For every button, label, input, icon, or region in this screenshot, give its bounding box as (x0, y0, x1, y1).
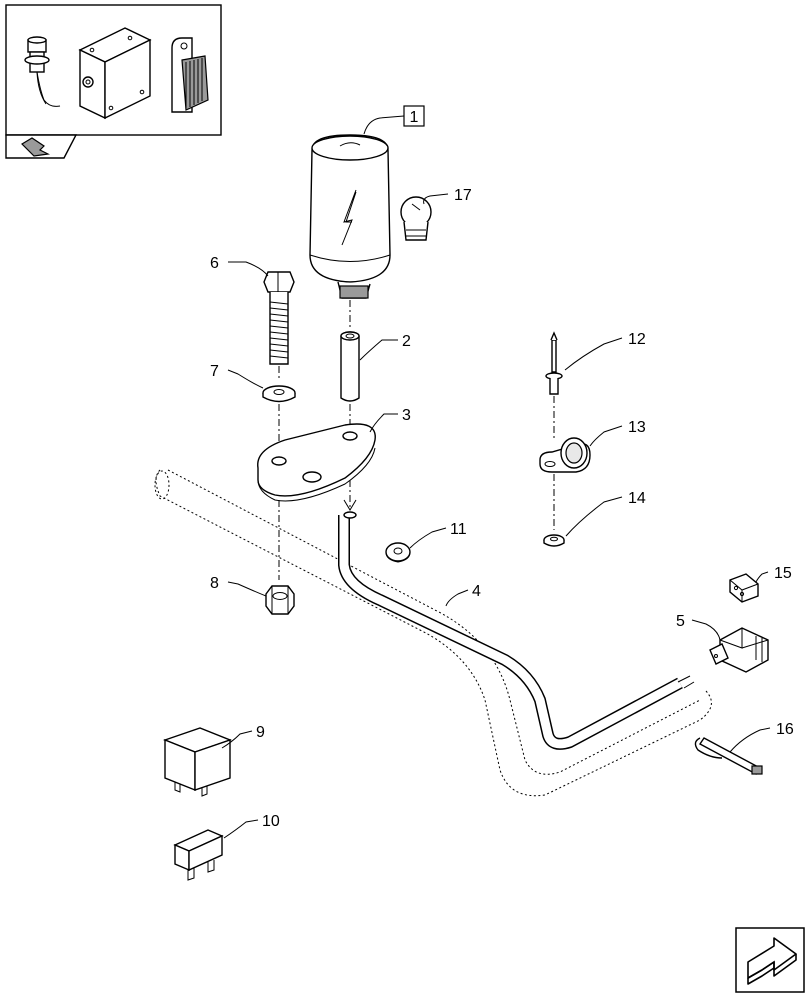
washer-item-14[interactable] (543, 534, 565, 547)
grommet-item-11[interactable] (385, 542, 411, 563)
cable-item-4[interactable] (338, 511, 695, 750)
cable-tie-item-16[interactable] (694, 737, 763, 775)
callout-3[interactable]: 3 (402, 407, 411, 424)
connector-item-5[interactable] (709, 627, 769, 673)
connector-item-15[interactable] (729, 573, 759, 603)
leader-lines (221, 115, 771, 839)
callout-17[interactable]: 17 (454, 187, 472, 204)
callout-7[interactable]: 7 (210, 363, 219, 380)
thumb-connector-icon (171, 37, 209, 113)
callout-15[interactable]: 15 (774, 565, 792, 582)
back-tab[interactable] (5, 134, 78, 159)
callout-4[interactable]: 4 (472, 583, 481, 600)
bolt-item-6[interactable] (263, 271, 295, 380)
callout-6[interactable]: 6 (210, 255, 219, 272)
back-reference-arrow-icon (21, 137, 50, 157)
callout-2[interactable]: 2 (402, 333, 411, 350)
callout-8[interactable]: 8 (210, 575, 219, 592)
callout-14[interactable]: 14 (628, 490, 646, 507)
bulb-item-17[interactable] (400, 196, 432, 241)
callout-12[interactable]: 12 (628, 331, 646, 348)
wire-harness-outline (154, 469, 712, 797)
callout-box-1 (403, 105, 425, 127)
clip-item-13[interactable] (539, 437, 591, 530)
mounting-plate-item-3[interactable] (257, 423, 376, 580)
rivet-item-12[interactable] (545, 331, 563, 440)
thumb-control-box-icon (78, 27, 152, 120)
relay-item-9[interactable] (162, 727, 233, 797)
callout-16[interactable]: 16 (776, 721, 794, 738)
callout-labels: 1 17 2 6 7 3 4 5 8 9 10 11 12 13 14 15 1… (210, 105, 794, 830)
spacer-tube-item-2[interactable] (340, 331, 360, 432)
next-page-button[interactable] (735, 927, 805, 993)
callout-11[interactable]: 11 (450, 521, 467, 538)
callout-13[interactable]: 13 (628, 419, 646, 436)
beacon-lamp-item-1[interactable] (309, 134, 391, 330)
fuse-item-10[interactable] (173, 829, 224, 881)
thumb-sensor-icon (24, 36, 61, 107)
callout-9[interactable]: 9 (256, 724, 265, 741)
callout-1[interactable]: 1 (410, 109, 419, 126)
nut-item-8[interactable] (265, 585, 295, 615)
callout-10[interactable]: 10 (262, 813, 280, 830)
callout-5[interactable]: 5 (676, 613, 685, 630)
overview-thumbnail[interactable] (5, 4, 222, 136)
next-page-arrow-icon (747, 937, 797, 985)
